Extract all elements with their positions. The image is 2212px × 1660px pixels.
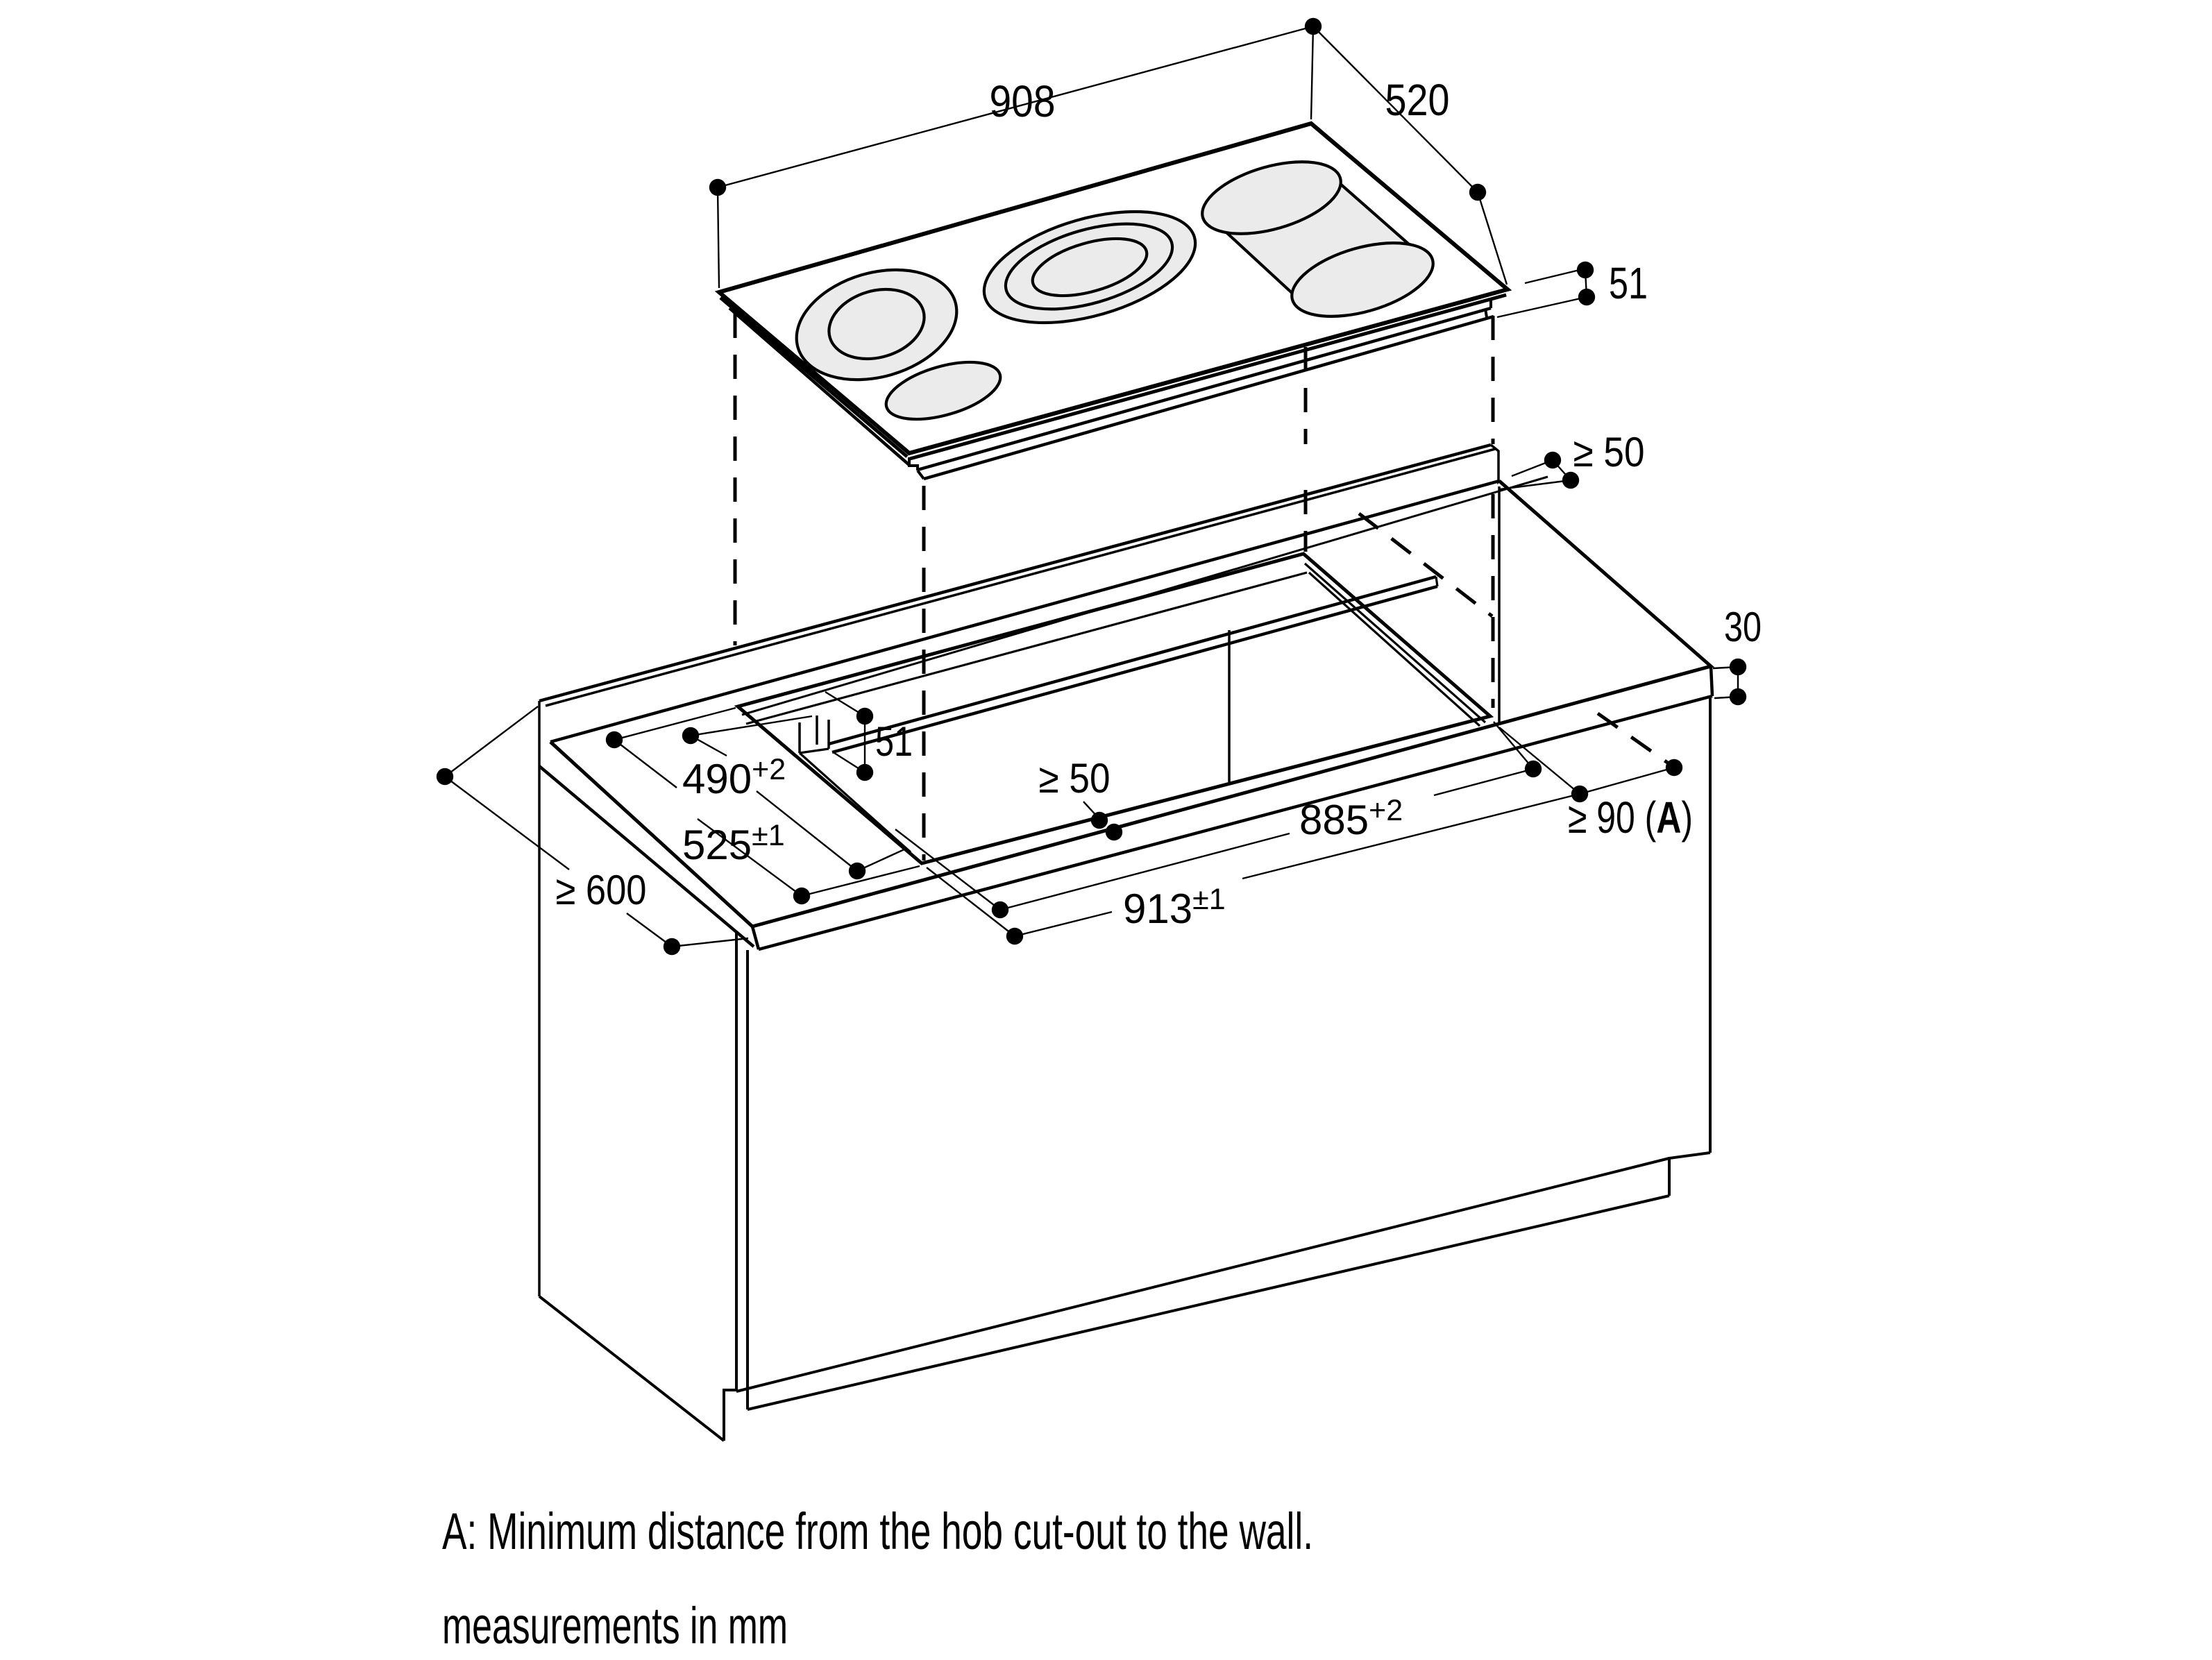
svg-text:51: 51 xyxy=(875,718,913,765)
svg-text:520: 520 xyxy=(1385,75,1450,125)
svg-text:≥ 600: ≥ 600 xyxy=(556,867,647,913)
svg-text:913±1: 913±1 xyxy=(1123,883,1226,932)
svg-text:908: 908 xyxy=(990,76,1056,126)
svg-text:≥ 50: ≥ 50 xyxy=(1039,755,1111,802)
svg-text:30: 30 xyxy=(1724,604,1762,650)
svg-text:≥ 50: ≥ 50 xyxy=(1573,429,1645,475)
svg-text:≥ 90 (A): ≥ 90 (A) xyxy=(1568,793,1693,842)
svg-text:A: Minimum distance from the h: A: Minimum distance from the hob cut-out… xyxy=(442,1502,1313,1560)
svg-text:51: 51 xyxy=(1609,258,1648,308)
svg-text:measurements in mm: measurements in mm xyxy=(442,1597,788,1654)
